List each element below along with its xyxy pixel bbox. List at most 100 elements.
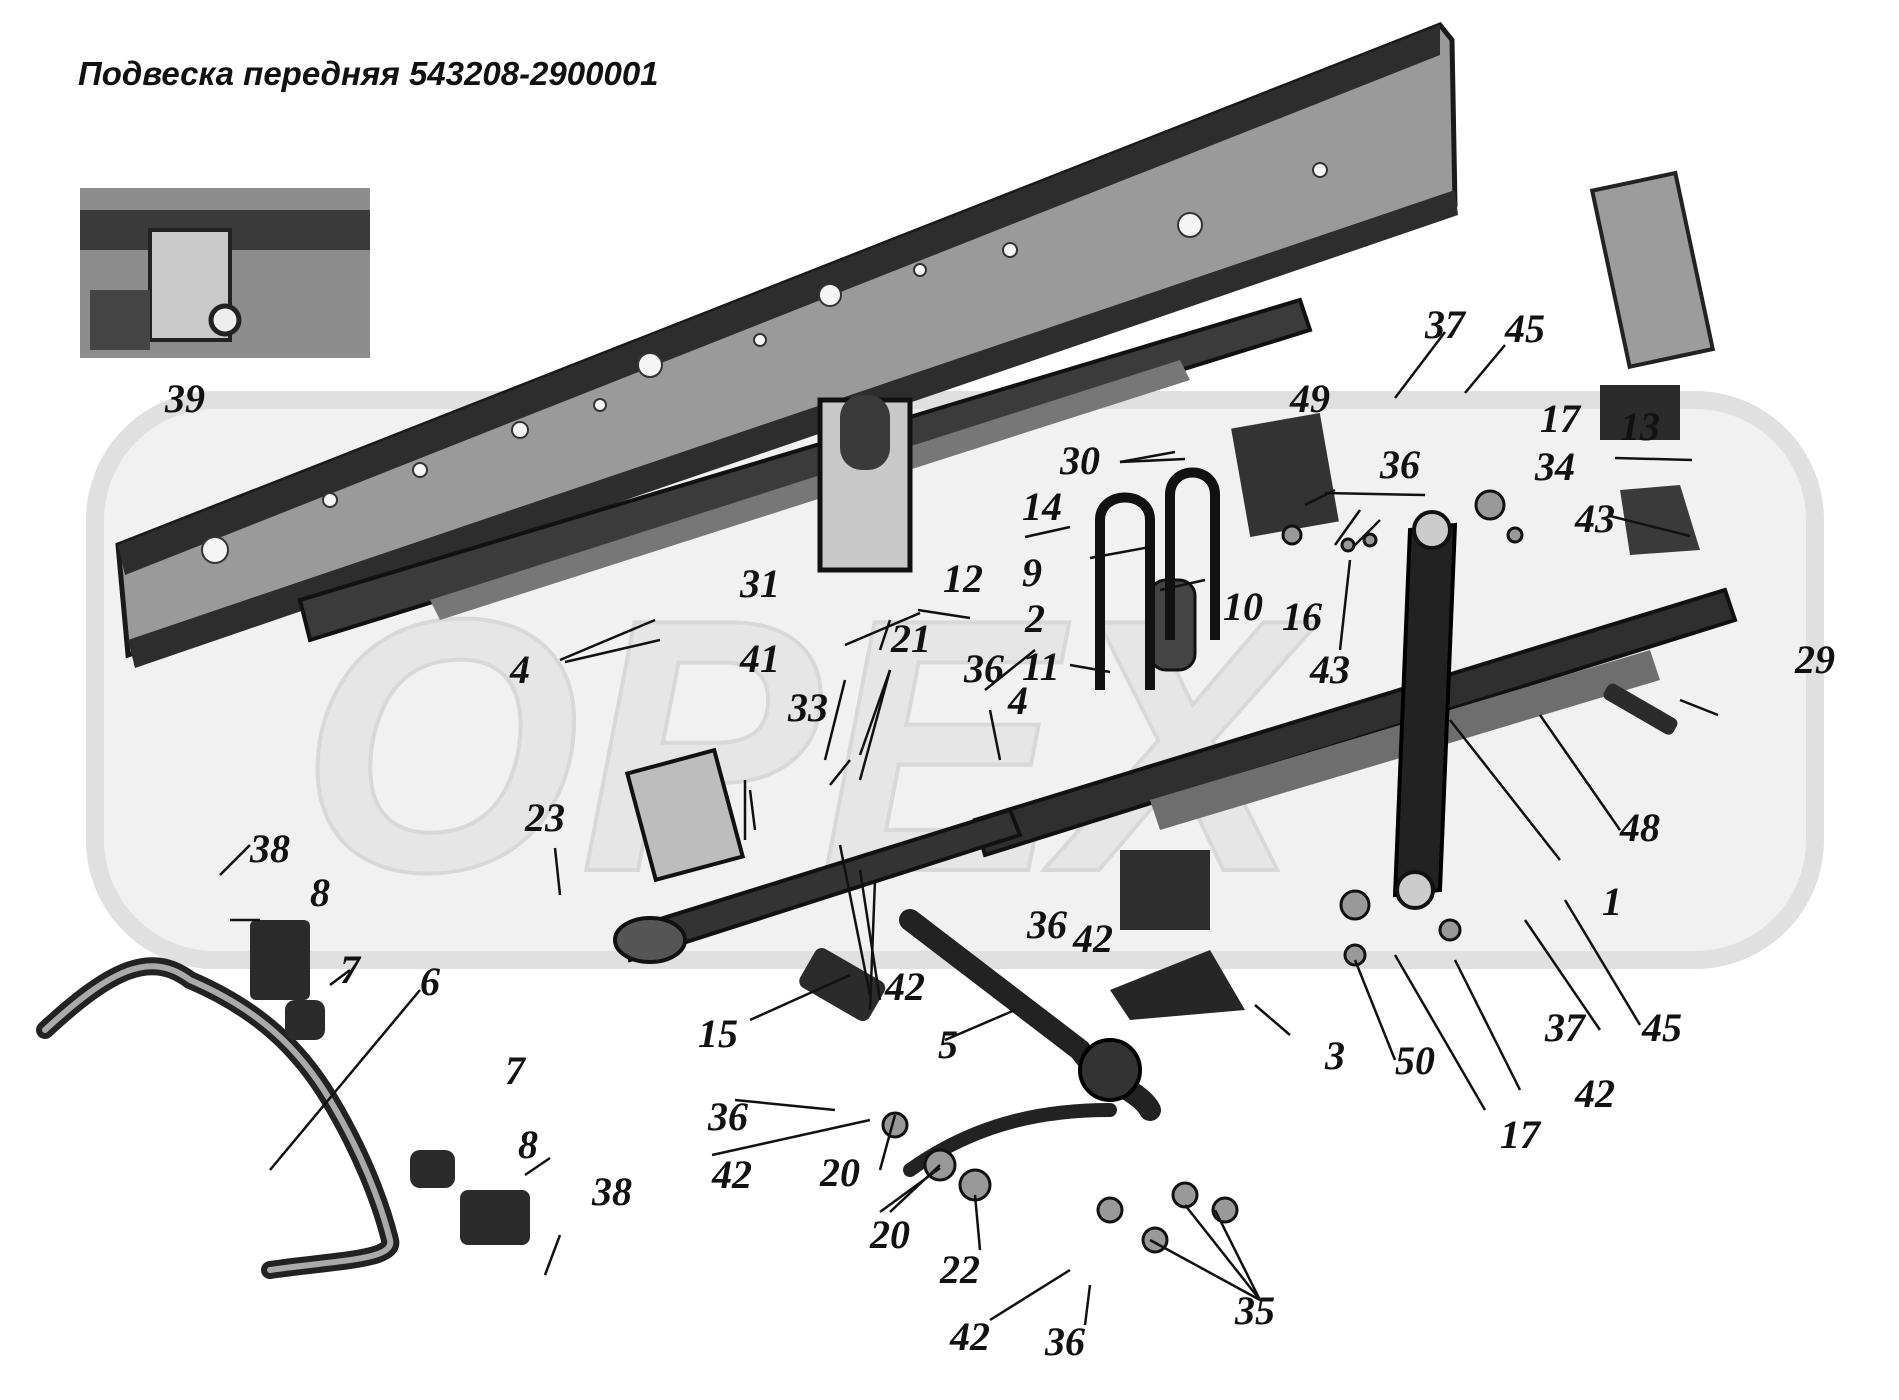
leader-line xyxy=(1394,331,1446,399)
leader-line xyxy=(1159,578,1206,592)
callout-37: 37 xyxy=(1544,1005,1587,1050)
callout-45: 45 xyxy=(1641,1005,1682,1050)
callout-15: 15 xyxy=(698,1011,738,1056)
parts-cluster xyxy=(250,170,1716,1254)
leader-line xyxy=(1024,525,1071,539)
leader-line xyxy=(944,1008,1016,1042)
leader-line xyxy=(1679,698,1719,717)
leader-line xyxy=(917,608,971,620)
leader-line xyxy=(984,649,1036,691)
leader-line xyxy=(1453,959,1522,1091)
leader-line xyxy=(734,1098,836,1112)
callout-43: 43 xyxy=(1574,496,1615,541)
leader-line xyxy=(1538,714,1622,831)
callout-39: 39 xyxy=(164,376,205,421)
callout-8: 8 xyxy=(310,870,330,915)
callout-1: 1 xyxy=(1602,879,1622,924)
leaf-spring-front xyxy=(613,807,1023,964)
leader-line xyxy=(1393,954,1487,1111)
leader-line xyxy=(829,759,851,786)
leader-line xyxy=(1449,719,1561,861)
callout-42: 42 xyxy=(711,1152,752,1197)
leader-line xyxy=(858,869,882,1001)
callout-45: 45 xyxy=(1504,306,1545,351)
leader-line xyxy=(878,1114,897,1171)
callout-2: 2 xyxy=(1024,596,1045,641)
callout-36: 36 xyxy=(1379,442,1420,487)
leader-lines xyxy=(219,331,1719,1326)
leaf-spring-left xyxy=(297,297,1313,643)
callout-42: 42 xyxy=(884,964,925,1009)
callout-11: 11 xyxy=(1022,644,1060,689)
leader-line xyxy=(1083,1284,1092,1326)
callout-17: 17 xyxy=(1540,396,1582,441)
leader-line xyxy=(1254,1004,1291,1036)
callout-7: 7 xyxy=(505,1048,527,1093)
leader-line xyxy=(844,611,921,647)
leader-line xyxy=(559,618,656,662)
callout-7: 7 xyxy=(340,947,362,992)
callout-34: 34 xyxy=(1534,444,1575,489)
leader-line xyxy=(1523,919,1602,1031)
diagram-title: Подвеска передняя 543208-2900001 xyxy=(78,55,659,92)
callout-42: 42 xyxy=(949,1314,990,1359)
callout-36: 36 xyxy=(963,646,1004,691)
frame-rail xyxy=(115,21,1458,668)
leader-line xyxy=(553,847,562,896)
callout-20: 20 xyxy=(869,1212,910,1257)
leader-line xyxy=(219,844,251,876)
callout-8: 8 xyxy=(518,1122,538,1167)
leader-line xyxy=(524,1156,551,1177)
inset-detail-39 xyxy=(80,188,370,358)
leader-line xyxy=(988,709,1002,761)
leader-line xyxy=(973,1194,982,1251)
leader-line xyxy=(823,679,847,761)
callout-38: 38 xyxy=(249,826,290,871)
leader-line xyxy=(564,638,661,664)
callout-10: 10 xyxy=(1223,584,1263,629)
leader-line xyxy=(989,1268,1071,1322)
leader-line xyxy=(1184,1204,1261,1301)
leader-line xyxy=(269,989,421,1171)
leader-line xyxy=(1149,1238,1261,1302)
leader-line xyxy=(889,1164,941,1213)
callout-17: 17 xyxy=(1500,1112,1542,1157)
callout-36: 36 xyxy=(1026,902,1067,947)
callout-42: 42 xyxy=(1574,1071,1615,1116)
callout-30: 30 xyxy=(1059,438,1100,483)
callout-35: 35 xyxy=(1234,1288,1275,1333)
shock-absorber xyxy=(1392,510,1458,910)
callout-42: 42 xyxy=(1072,916,1113,961)
callout-16: 16 xyxy=(1282,594,1322,639)
callout-20: 20 xyxy=(819,1150,860,1195)
callout-14: 14 xyxy=(1022,484,1062,529)
callout-33: 33 xyxy=(787,685,828,730)
callout-5: 5 xyxy=(938,1022,958,1067)
callout-23: 23 xyxy=(524,795,565,840)
callout-4: 4 xyxy=(509,647,530,692)
leader-line xyxy=(878,619,892,651)
callout-43: 43 xyxy=(1309,647,1350,692)
leader-line xyxy=(1213,1209,1262,1301)
callout-9: 9 xyxy=(1022,550,1042,595)
leader-line xyxy=(1324,491,1426,497)
callout-6: 6 xyxy=(420,959,440,1004)
leader-line xyxy=(749,973,851,1022)
callout-36: 36 xyxy=(1044,1319,1085,1364)
leader-line xyxy=(1089,545,1151,560)
callout-12: 12 xyxy=(943,556,983,601)
callout-31: 31 xyxy=(739,561,780,606)
leader-line xyxy=(329,969,351,986)
leader-line xyxy=(748,789,757,831)
callout-36: 36 xyxy=(707,1094,748,1139)
leader-line xyxy=(1464,344,1506,394)
leader-line xyxy=(711,1118,871,1157)
leader-line xyxy=(543,1234,562,1276)
leader-line xyxy=(1338,559,1352,651)
stabilizer-bar xyxy=(36,957,400,1279)
callout-50: 50 xyxy=(1395,1038,1435,1083)
callout-13: 13 xyxy=(1620,404,1660,449)
